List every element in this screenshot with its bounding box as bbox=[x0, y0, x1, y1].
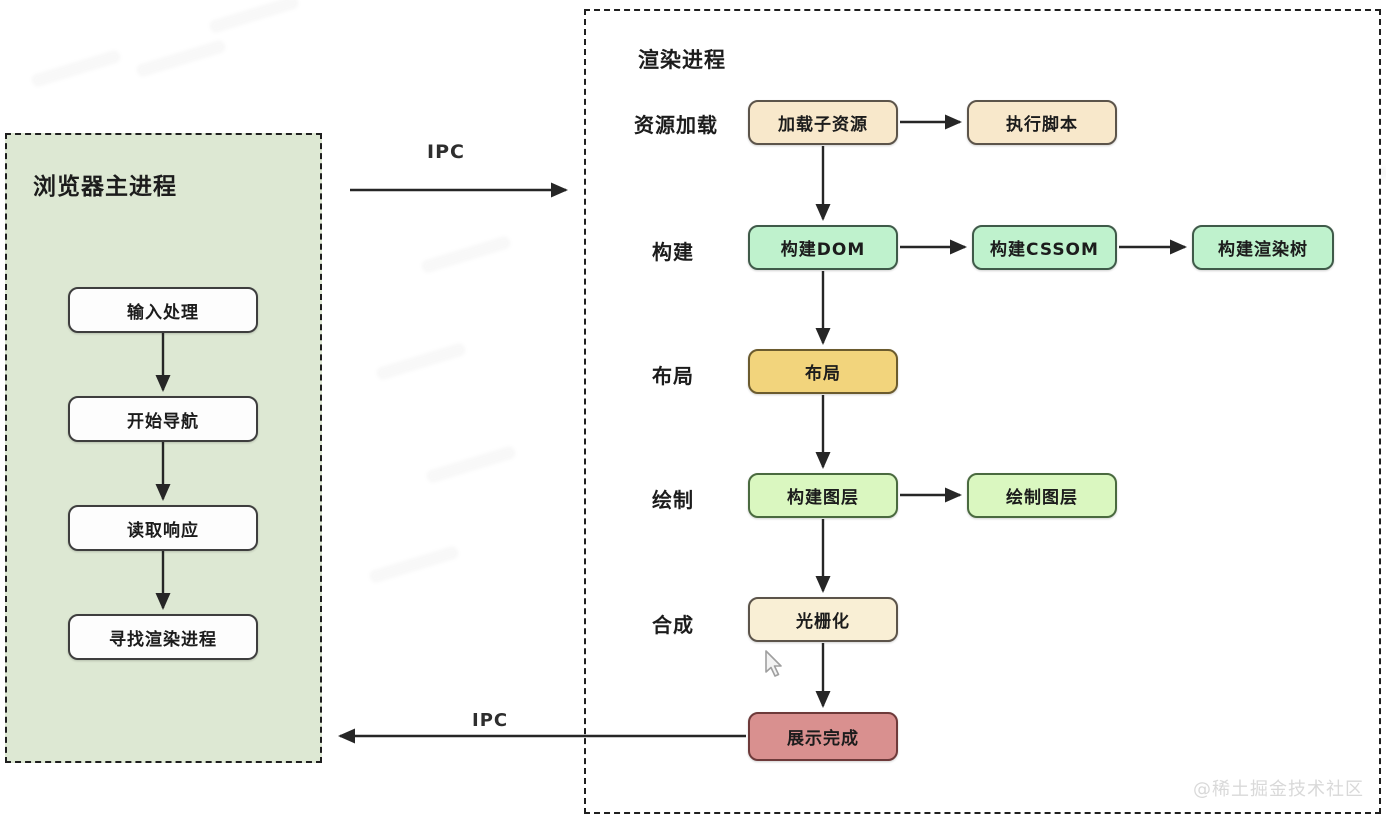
node-find-renderer: 寻找渲染进程 bbox=[68, 614, 258, 660]
node-build-dom: 构建DOM bbox=[748, 225, 898, 270]
stage-label-resource-loading: 资源加载 bbox=[634, 113, 718, 137]
node-input-handling: 输入处理 bbox=[68, 287, 258, 333]
watermark bbox=[420, 234, 512, 275]
ipc-label-bottom: IPC bbox=[472, 710, 509, 731]
watermark bbox=[208, 0, 300, 35]
stage-label-build: 构建 bbox=[652, 240, 694, 264]
stage-label-composite: 合成 bbox=[652, 613, 694, 637]
node-build-cssom: 构建CSSOM bbox=[972, 225, 1117, 270]
node-load-subresources: 加载子资源 bbox=[748, 100, 898, 145]
watermark bbox=[135, 38, 227, 79]
watermark bbox=[425, 444, 517, 485]
watermark bbox=[30, 48, 122, 89]
node-rasterize: 光栅化 bbox=[748, 597, 898, 642]
node-start-navigation: 开始导航 bbox=[68, 396, 258, 442]
node-build-render-tree: 构建渲染树 bbox=[1192, 225, 1334, 270]
node-execute-script: 执行脚本 bbox=[967, 100, 1117, 145]
node-read-response: 读取响应 bbox=[68, 505, 258, 551]
node-build-layers: 构建图层 bbox=[748, 473, 898, 518]
watermark bbox=[368, 544, 460, 585]
node-paint-layers: 绘制图层 bbox=[967, 473, 1117, 518]
browser-main-process-panel: 浏览器主进程 bbox=[5, 133, 322, 763]
stage-label-paint: 绘制 bbox=[652, 488, 694, 512]
browser-main-process-title: 浏览器主进程 bbox=[33, 174, 177, 200]
ipc-label-top: IPC bbox=[427, 141, 465, 163]
node-layout: 布局 bbox=[748, 349, 898, 394]
watermark bbox=[375, 341, 467, 382]
renderer-process-title: 渲染进程 bbox=[638, 48, 726, 72]
node-display-complete: 展示完成 bbox=[748, 712, 898, 761]
juejin-attribution: @稀土掘金技术社区 bbox=[1193, 779, 1364, 800]
stage-label-layout: 布局 bbox=[652, 364, 694, 388]
